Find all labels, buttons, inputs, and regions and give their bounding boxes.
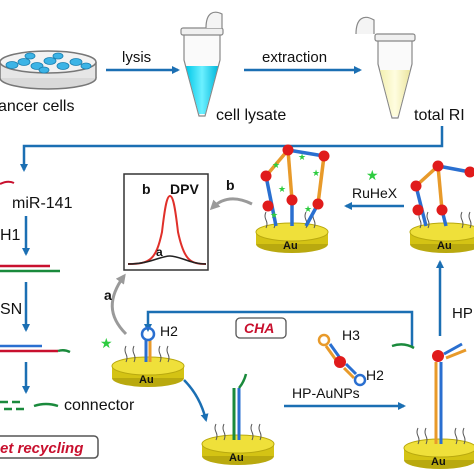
label-lysis: lysis [122,49,151,66]
electrode-icon: Au [403,438,474,469]
svg-text:★: ★ [270,210,278,220]
electrode-icon: Au [409,222,474,253]
star-icon: ★ ★ ★ ★ ★ ★ [270,152,320,220]
petri-dish-icon [0,50,97,90]
hairpin-h3 [317,333,342,361]
label-hp-aunps: HP-AuNPs [292,385,360,401]
arrow-cha-loop [144,310,414,346]
label-connector: connector [64,397,135,414]
hairpin-h2 [140,326,156,362]
duplex-on-electrode [232,373,248,440]
label-cancer-cells: ancer cells [0,98,74,115]
star-icon: ★ [100,335,113,351]
duplex-strand [0,264,60,273]
au-label: Au [229,452,244,464]
cha-box [235,317,287,339]
duplex-strand [0,344,71,354]
label-sn: SN [0,301,22,318]
recycling-box [0,435,99,459]
arrow-to-electrode4 [183,379,209,422]
connector-strand [33,402,59,408]
au-label: Au [139,374,154,386]
au-label: Au [437,240,452,252]
au-label: Au [431,456,446,468]
dna-network [414,164,471,227]
label-extraction: extraction [262,49,327,66]
hairpin-h2-np [342,362,367,387]
tube-icon [355,16,416,119]
dpv-title: DPV [170,181,199,197]
arrow-gray-a [110,273,128,336]
nanoparticle-icon [334,356,346,368]
nanoparticle-icon [410,160,474,216]
au-label: Au [283,240,298,252]
duplex-np-electrode [391,342,467,444]
electrode-icon: Au [255,222,329,253]
dna-network-b [264,148,326,227]
dpv-peak-b: b [142,181,151,197]
svg-text:★: ★ [272,160,280,170]
electrode-icon: Au [201,434,275,465]
label-hp-edge: HP [452,305,473,322]
nanoparticle-icon [260,144,330,212]
arrow-gray-b [209,197,253,211]
mir141-strand [0,180,15,185]
label-h2-right: H2 [366,367,384,383]
label-h1: H1 [0,227,21,244]
svg-text:★: ★ [298,152,306,162]
fragments [0,400,24,411]
svg-text:★: ★ [312,168,320,178]
dpv-peak-a: a [156,245,163,259]
arrow-connector-top [20,126,444,172]
label-h2-left: H2 [160,323,178,339]
label-cha: CHA [244,320,274,336]
star-icon: ★ [366,167,379,183]
dpv-panel [123,173,209,271]
label-h3: H3 [342,327,360,343]
tube-icon [180,11,224,117]
label-cell-lysate: cell lysate [216,107,286,124]
label-recycling: et recycling [0,440,83,457]
label-arrow-a: a [104,287,112,303]
svg-text:★: ★ [304,204,312,214]
label-arrow-b: b [226,177,235,193]
electrode-icon: Au [111,356,185,387]
label-total-rna: total RI [414,107,465,124]
label-mir141: miR-141 [12,195,73,212]
label-ruhex: RuHeX [352,185,398,201]
svg-text:★: ★ [278,184,286,194]
